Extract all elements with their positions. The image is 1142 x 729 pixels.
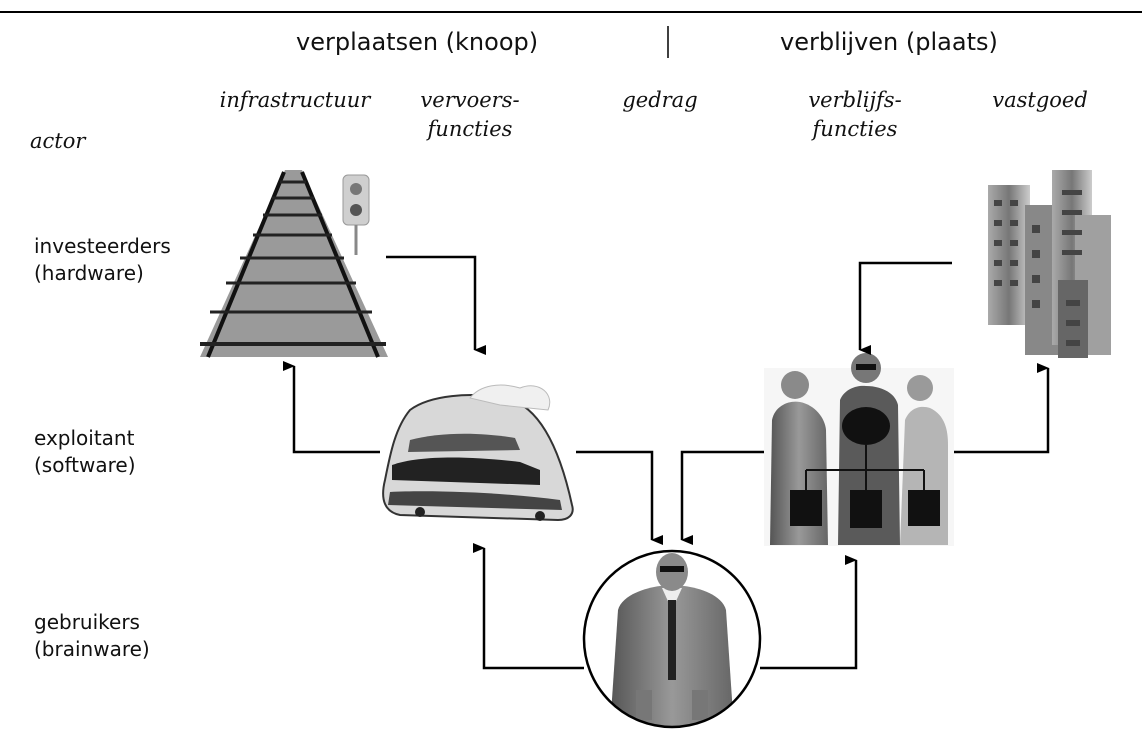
row-investeerders: investeerders (hardware) xyxy=(34,233,204,287)
row-investeerders-line1: investeerders xyxy=(34,234,171,258)
arrow-vervoersfuncties-to-infrastructuur xyxy=(283,361,380,454)
column-vastgoed-label: vastgoed xyxy=(992,88,1088,112)
row-actor: actor xyxy=(30,127,100,156)
column-gedrag-label: gedrag xyxy=(622,88,698,112)
railway-track-icon xyxy=(200,170,388,358)
arrow-gedrag-to-vervoersfuncties xyxy=(473,543,584,670)
high-speed-train-icon xyxy=(382,384,574,522)
arrow-verblijfsfuncties-to-vastgoed xyxy=(954,363,1050,454)
column-vervoersfuncties: vervoers- functies xyxy=(405,86,535,144)
column-infrastructuur: infrastructuur xyxy=(205,86,385,115)
column-gedrag: gedrag xyxy=(610,86,710,115)
column-vervoersfuncties-line2: functies xyxy=(427,117,513,141)
row-investeerders-line2: (hardware) xyxy=(34,261,144,285)
arrow-vastgoed-to-verblijfsfuncties xyxy=(858,261,952,355)
row-gebruikers-line2: (brainware) xyxy=(34,637,150,661)
arrow-vervoersfuncties-to-gedrag xyxy=(576,450,663,545)
column-vervoersfuncties-line1: vervoers- xyxy=(420,88,520,112)
row-gebruikers: gebruikers (brainware) xyxy=(34,609,204,663)
arrow-verblijfsfuncties-to-gedrag xyxy=(680,450,764,545)
column-infrastructuur-label: infrastructuur xyxy=(219,88,371,112)
business-people-meeting-icon xyxy=(764,353,954,546)
arrow-gedrag-to-verblijfsfuncties xyxy=(760,555,858,670)
header-verplaatsen: verplaatsen (knoop) xyxy=(296,28,539,56)
row-actor-label: actor xyxy=(30,129,86,153)
column-vastgoed: vastgoed xyxy=(975,86,1105,115)
row-exploitant-line2: (software) xyxy=(34,453,136,477)
businessman-icon xyxy=(582,549,762,729)
row-exploitant: exploitant (software) xyxy=(34,425,204,479)
office-buildings-icon xyxy=(988,170,1111,358)
header-verblijven: verblijven (plaats) xyxy=(780,28,998,56)
column-verblijfsfuncties-line1: verblijfs- xyxy=(808,88,902,112)
arrow-infrastructuur-to-vervoersfuncties xyxy=(386,255,486,355)
connector-arrows xyxy=(283,255,1050,670)
row-exploitant-line1: exploitant xyxy=(34,426,135,450)
column-verblijfsfuncties-line2: functies xyxy=(812,117,898,141)
column-verblijfsfuncties: verblijfs- functies xyxy=(790,86,920,144)
row-gebruikers-line1: gebruikers xyxy=(34,610,140,634)
